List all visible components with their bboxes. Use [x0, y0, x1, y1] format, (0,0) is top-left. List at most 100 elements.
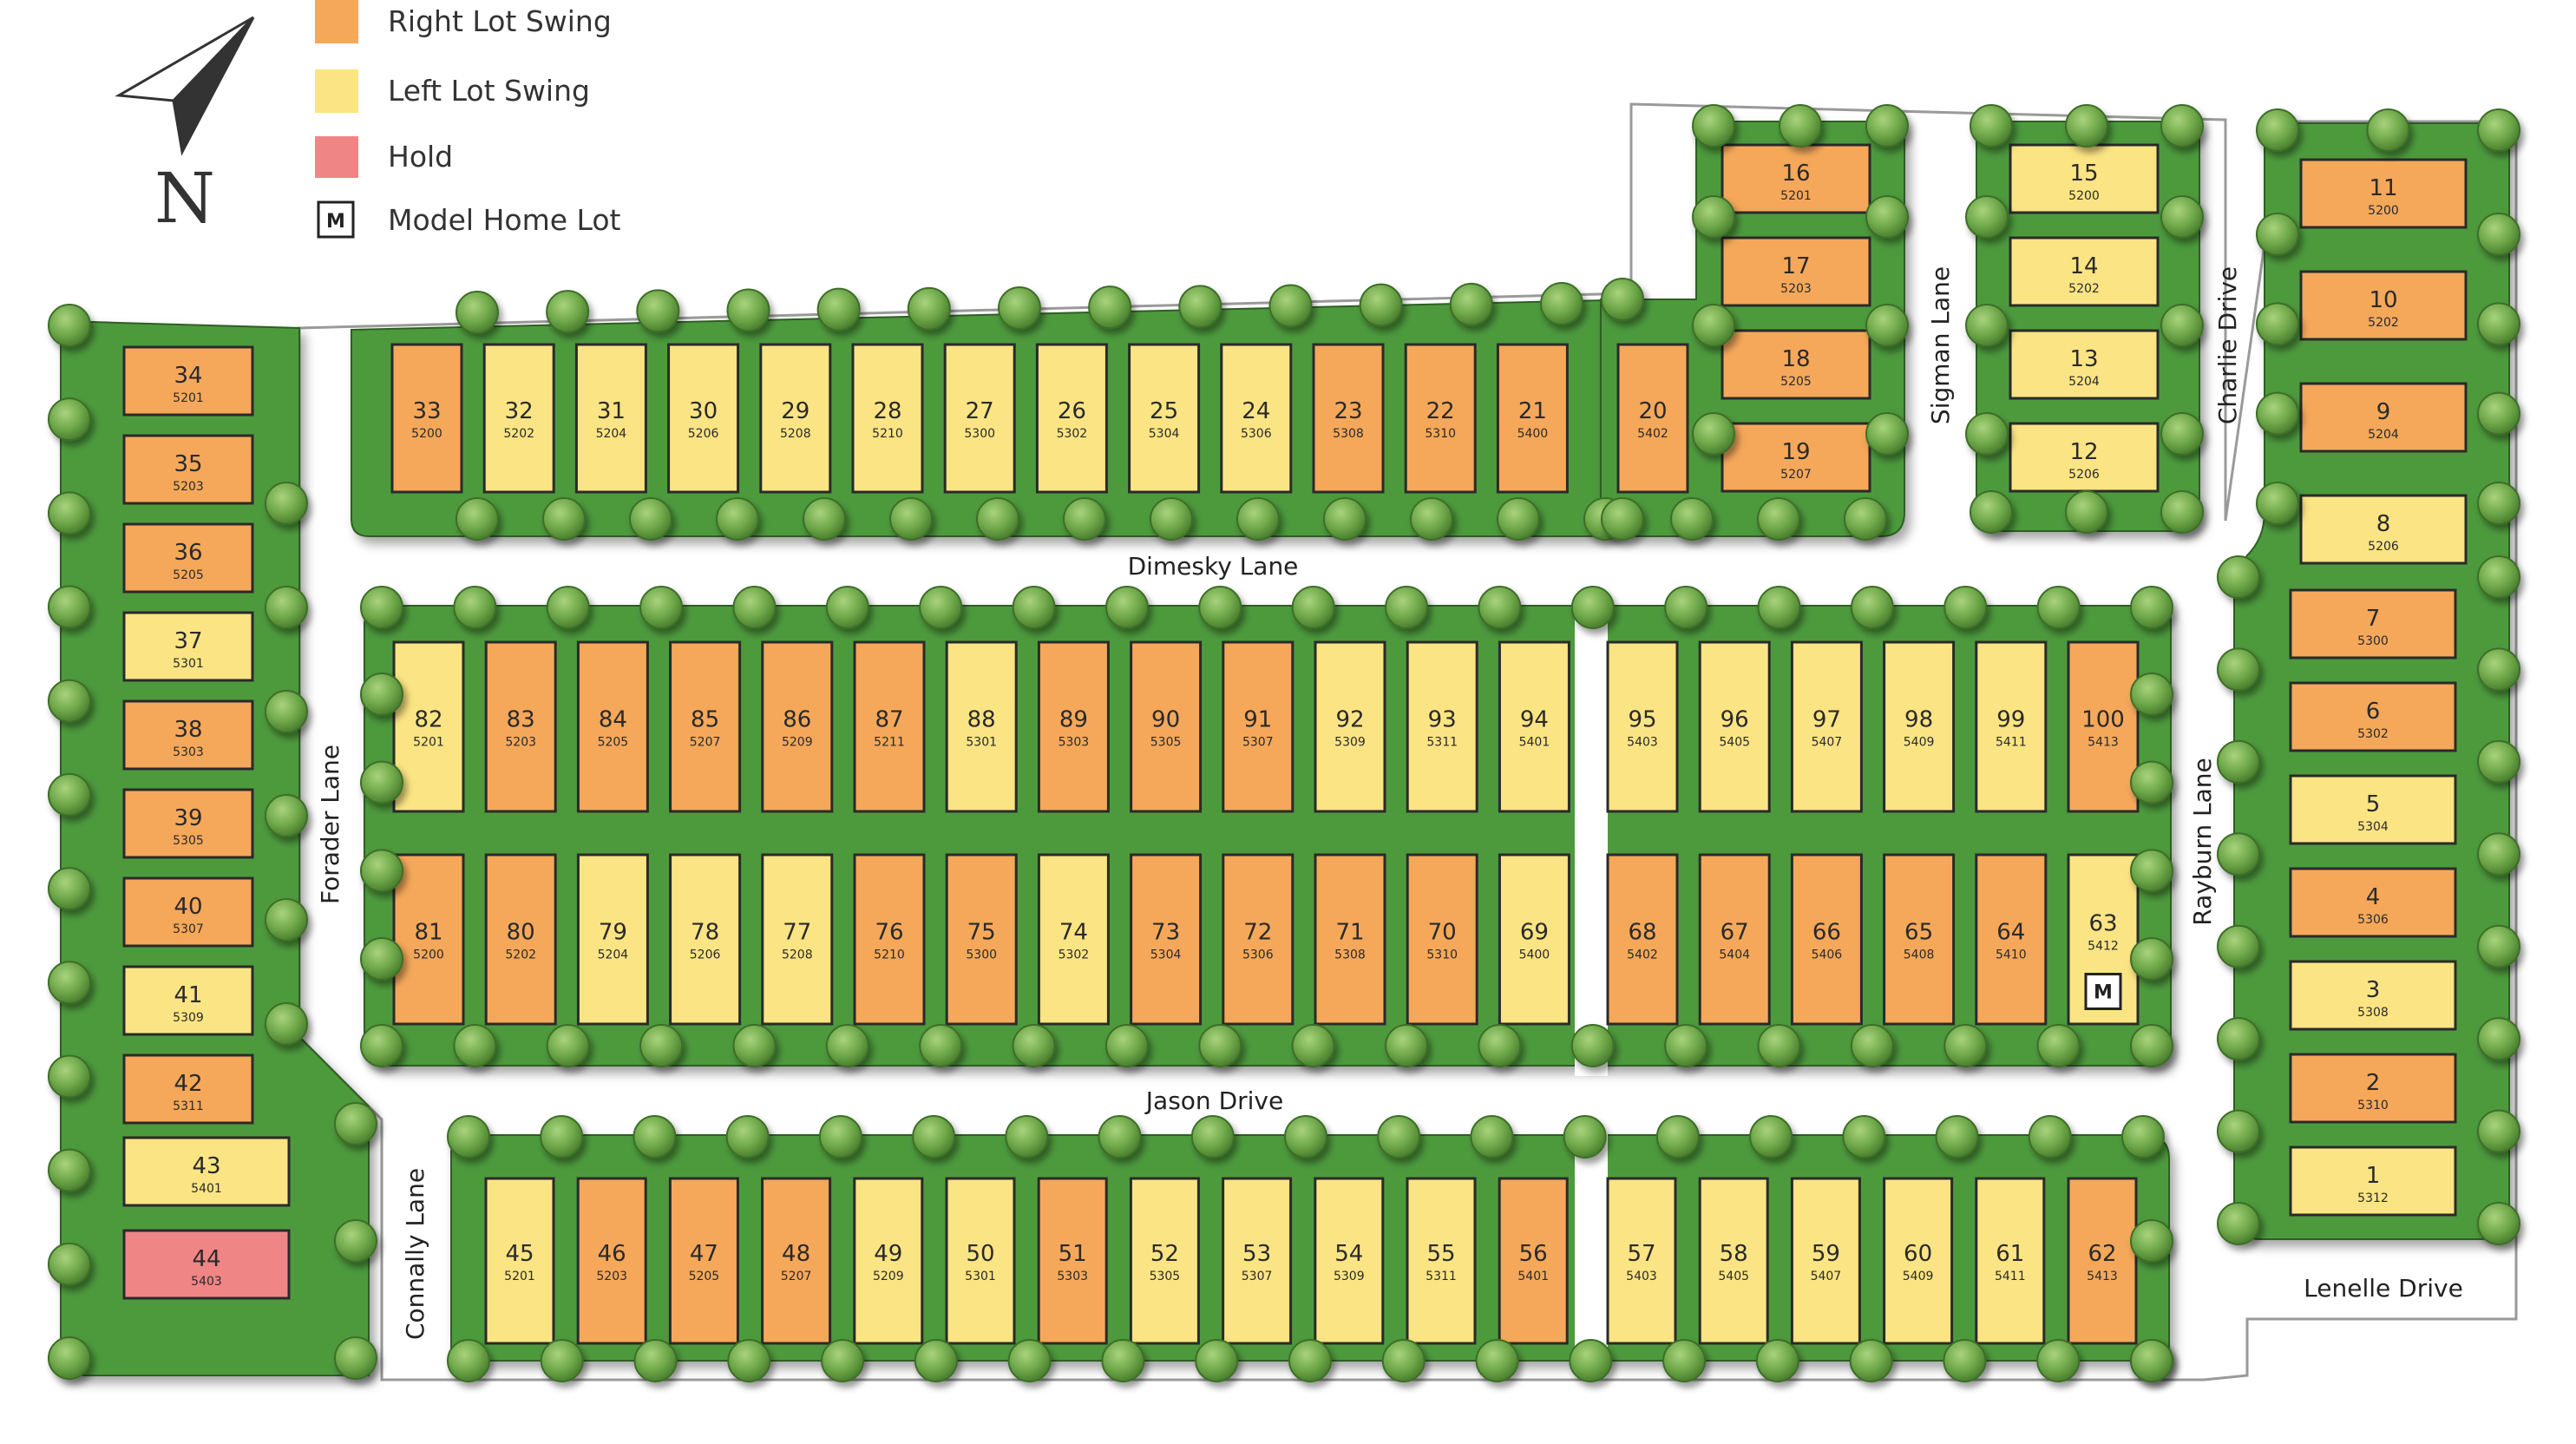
lot-42[interactable]: 425311	[122, 1053, 254, 1125]
lot-21[interactable]: 215400	[1496, 343, 1569, 494]
lot-100[interactable]: 1005413	[2067, 640, 2140, 813]
lot-77[interactable]: 775208	[761, 853, 834, 1026]
lot-96[interactable]: 965405	[1698, 640, 1771, 813]
lot-12[interactable]: 125206	[2009, 422, 2160, 493]
lot-53[interactable]: 535307	[1222, 1177, 1293, 1345]
lot-18[interactable]: 185205	[1721, 329, 1871, 400]
lot-38[interactable]: 385303	[122, 699, 254, 771]
lot-34[interactable]: 345201	[122, 345, 254, 417]
lot-72[interactable]: 725306	[1222, 853, 1295, 1026]
lot-17[interactable]: 175203	[1721, 236, 1871, 307]
lot-79[interactable]: 795204	[576, 853, 649, 1026]
lot-28[interactable]: 285210	[851, 343, 924, 494]
lot-87[interactable]: 875211	[853, 640, 926, 813]
lot-59[interactable]: 595407	[1790, 1177, 1861, 1345]
lot-1[interactable]: 15312	[2289, 1145, 2457, 1217]
lot-66[interactable]: 665406	[1790, 853, 1863, 1026]
lot-55[interactable]: 555311	[1406, 1177, 1477, 1345]
lot-92[interactable]: 925309	[1314, 640, 1386, 813]
lot-83[interactable]: 835203	[484, 640, 557, 813]
lot-78[interactable]: 785206	[669, 853, 742, 1026]
lot-44[interactable]: 445403	[122, 1229, 291, 1300]
lot-71[interactable]: 715308	[1314, 853, 1386, 1026]
lot-2[interactable]: 25310	[2289, 1053, 2457, 1124]
lot-14[interactable]: 145202	[2009, 236, 2160, 307]
lot-7[interactable]: 75300	[2289, 588, 2457, 660]
lot-39[interactable]: 395305	[122, 788, 254, 859]
lot-91[interactable]: 915307	[1222, 640, 1295, 813]
lot-40[interactable]: 405307	[122, 876, 254, 948]
lot-50[interactable]: 505301	[945, 1177, 1016, 1345]
lot-89[interactable]: 895303	[1037, 640, 1110, 813]
lot-47[interactable]: 475205	[668, 1177, 739, 1345]
lot-41[interactable]: 415309	[122, 965, 254, 1036]
lot-97[interactable]: 975407	[1790, 640, 1863, 813]
lot-32[interactable]: 325202	[482, 343, 555, 494]
lot-56[interactable]: 565401	[1498, 1177, 1569, 1345]
lot-35[interactable]: 355203	[122, 434, 254, 505]
lot-4[interactable]: 45306	[2289, 867, 2457, 938]
lot-30[interactable]: 305206	[667, 343, 740, 494]
lot-62[interactable]: 625413	[2067, 1177, 2138, 1345]
lot-76[interactable]: 765210	[853, 853, 926, 1026]
lot-95[interactable]: 955403	[1606, 640, 1679, 813]
lot-3[interactable]: 35308	[2289, 960, 2457, 1031]
lot-9[interactable]: 95204	[2299, 382, 2468, 453]
lot-90[interactable]: 905305	[1130, 640, 1203, 813]
lot-54[interactable]: 545309	[1314, 1177, 1385, 1345]
lot-37[interactable]: 375301	[122, 611, 254, 682]
lot-94[interactable]: 945401	[1498, 640, 1570, 813]
lot-63[interactable]: 635412M	[2067, 853, 2140, 1026]
lot-31[interactable]: 315204	[574, 343, 647, 494]
lot-24[interactable]: 245306	[1220, 343, 1293, 494]
lot-73[interactable]: 735304	[1130, 853, 1203, 1026]
lot-68[interactable]: 685402	[1606, 853, 1679, 1026]
lot-43[interactable]: 435401	[122, 1136, 291, 1207]
lot-58[interactable]: 585405	[1698, 1177, 1769, 1345]
lot-74[interactable]: 745302	[1037, 853, 1110, 1026]
lot-84[interactable]: 845205	[576, 640, 649, 813]
lot-10[interactable]: 105202	[2299, 270, 2468, 341]
lot-65[interactable]: 655408	[1883, 853, 1956, 1026]
lot-81[interactable]: 815200	[392, 853, 465, 1026]
lot-98[interactable]: 985409	[1883, 640, 1956, 813]
lot-25[interactable]: 255304	[1128, 343, 1201, 494]
lot-52[interactable]: 525305	[1129, 1177, 1200, 1345]
lot-16[interactable]: 165201	[1721, 143, 1871, 214]
lot-86[interactable]: 865209	[761, 640, 834, 813]
lot-70[interactable]: 705310	[1406, 853, 1478, 1026]
lot-88[interactable]: 885301	[945, 640, 1018, 813]
lot-22[interactable]: 225310	[1404, 343, 1477, 494]
lot-93[interactable]: 935311	[1406, 640, 1478, 813]
lot-6[interactable]: 65302	[2289, 681, 2457, 752]
lot-23[interactable]: 235308	[1312, 343, 1385, 494]
lot-48[interactable]: 485207	[761, 1177, 832, 1345]
lot-51[interactable]: 515303	[1037, 1177, 1108, 1345]
lot-45[interactable]: 455201	[484, 1177, 555, 1345]
lot-29[interactable]: 295208	[759, 343, 832, 494]
lot-61[interactable]: 615411	[1975, 1177, 2046, 1345]
lot-5[interactable]: 55304	[2289, 774, 2457, 845]
lot-67[interactable]: 675404	[1698, 853, 1771, 1026]
lot-99[interactable]: 995411	[1975, 640, 2048, 813]
lot-69[interactable]: 695400	[1498, 853, 1570, 1026]
lot-36[interactable]: 365205	[122, 522, 254, 594]
lot-75[interactable]: 755300	[945, 853, 1018, 1026]
lot-85[interactable]: 855207	[669, 640, 742, 813]
lot-20[interactable]: 205402	[1616, 343, 1689, 494]
lot-8[interactable]: 85206	[2299, 494, 2468, 565]
lot-33[interactable]: 335200	[390, 343, 463, 494]
lot-19[interactable]: 195207	[1721, 422, 1871, 493]
lot-49[interactable]: 495209	[853, 1177, 924, 1345]
lot-82[interactable]: 825201	[392, 640, 465, 813]
lot-26[interactable]: 265302	[1035, 343, 1108, 494]
lot-64[interactable]: 645410	[1975, 853, 2048, 1026]
lot-15[interactable]: 155200	[2009, 143, 2160, 214]
lot-80[interactable]: 805202	[484, 853, 557, 1026]
lot-11[interactable]: 115200	[2299, 158, 2468, 229]
lot-57[interactable]: 575403	[1606, 1177, 1677, 1345]
lot-13[interactable]: 135204	[2009, 329, 2160, 400]
lot-46[interactable]: 465203	[576, 1177, 647, 1345]
lot-27[interactable]: 275300	[943, 343, 1016, 494]
lot-60[interactable]: 605409	[1883, 1177, 1954, 1345]
